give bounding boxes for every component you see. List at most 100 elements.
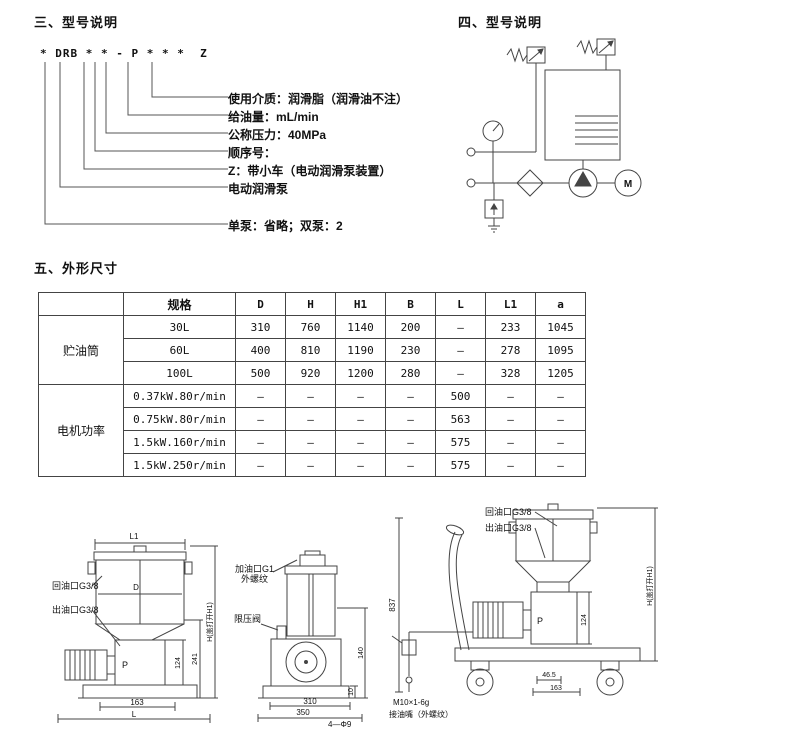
value-cell: — [235, 430, 286, 454]
filter-icon [516, 169, 544, 197]
pump-p-label: P [537, 616, 543, 626]
value-cell: — [435, 361, 486, 385]
value-cell: — [335, 407, 386, 431]
corner-cell [38, 292, 124, 316]
tank-symbol [544, 69, 621, 161]
group-label-reservoir: 贮油筒 [38, 315, 124, 385]
value-cell: — [535, 384, 586, 408]
pump-symbol [568, 160, 615, 198]
value-cell: 1095 [535, 338, 586, 362]
table-row: 1.5kW.250r/min — — — — 575 — — [39, 453, 586, 477]
dim-l1-label: L1 [130, 532, 139, 541]
dim-h-open-label: H(盖打开H1) [645, 566, 654, 606]
table-row: 贮油筒 30L 310 760 1140 200 — 233 1045 [38, 315, 586, 385]
value-cell: — [335, 384, 386, 408]
drawing-side-view: 加油口G1 外螺纹 限压阀 10 140 310 350 4—Φ9 [234, 550, 368, 729]
value-cell: — [535, 430, 586, 454]
dimensions-table: 规格 D H H1 B L L1 a 贮油筒 30L 310 760 1140 … [38, 292, 586, 477]
reservoir-side [284, 550, 338, 637]
model-code-connector-lines [44, 62, 228, 225]
section3-title: 三、型号说明 [34, 15, 119, 30]
dim-d-label: D [133, 583, 139, 592]
group-label-motor-power: 电机功率 [38, 384, 124, 477]
pump-housing [270, 638, 342, 687]
dim-124-label: 124 [175, 657, 182, 669]
spec-cell: 1.5kW.160r/min [123, 430, 236, 454]
hydraulic-schematic: M [466, 38, 642, 233]
motor-outline [472, 601, 532, 639]
dim-241-label: 241 [192, 653, 199, 665]
value-cell: — [235, 453, 286, 477]
model-label-pump-count: 单泵：省略；双泵：2 [228, 219, 343, 233]
relief-valve-knob [276, 625, 287, 640]
dim-10-label: 10 [348, 688, 355, 696]
model-label-feed-rate: 给油量：mL/min [228, 110, 319, 124]
table-row: 0.75kW.80r/min — — — — 563 — — [39, 407, 586, 431]
value-cell: 1205 [535, 361, 586, 385]
dim-350-label: 350 [296, 708, 310, 717]
value-cell: — [535, 407, 586, 431]
relief-valve-label: 限压阀 [234, 614, 261, 624]
base-plate [82, 684, 198, 699]
lubricator-symbol-2 [576, 38, 616, 70]
value-cell: — [485, 453, 536, 477]
value-cell: 500 [235, 361, 286, 385]
value-cell: — [285, 453, 336, 477]
reservoir-bucket [87, 545, 193, 641]
value-cell: — [285, 384, 336, 408]
model-label-sequence: 顺序号： [228, 146, 277, 160]
value-cell: 1200 [335, 361, 386, 385]
spec-cell: 60L [123, 338, 236, 362]
fill-port-label-line2: 外螺纹 [241, 573, 268, 584]
col-header-l: L [435, 292, 486, 316]
dim-l-label: L [132, 710, 137, 719]
table-row: 1.5kW.160r/min — — — — 575 — — [39, 430, 586, 454]
value-cell: — [385, 407, 436, 431]
value-cell: 810 [285, 338, 336, 362]
value-cell: — [385, 384, 436, 408]
cart-platform [454, 647, 641, 671]
value-cell: 575 [435, 453, 486, 477]
drawing-cart-unit: 回油口G3/8 出油口G3/8 837 P 124 46.5 163 M10×1… [388, 503, 658, 719]
model-code: * DRB * * - P * * * Z [40, 47, 208, 60]
value-cell: — [485, 384, 536, 408]
motor-symbol [614, 169, 642, 197]
model-label-cart: Z：带小车（电动润滑泵装置） [228, 164, 392, 178]
spec-cell: 1.5kW.250r/min [123, 453, 236, 477]
dim-310-label: 310 [303, 697, 317, 706]
value-cell: 328 [485, 361, 536, 385]
table-row: 电机功率 0.37kW.80r/min — — — — 500 — — [38, 384, 586, 477]
value-cell: — [435, 315, 486, 339]
cart-handle [445, 524, 470, 651]
wheel-right [596, 668, 624, 696]
col-header-l1: L1 [485, 292, 536, 316]
drawing-front-view: L1 回油口G3/8 D 出油口G3/8 P 124 241 H(盖打开H1) … [52, 532, 218, 723]
col-header-d: D [235, 292, 286, 316]
wheel-left [466, 668, 494, 696]
return-port-label: 回油口G3/8 [52, 580, 99, 591]
value-cell: — [535, 453, 586, 477]
value-cell: — [335, 453, 386, 477]
dim-837-label: 837 [388, 598, 397, 612]
value-cell: — [485, 407, 536, 431]
model-label-pump-type: 电动润滑泵 [228, 182, 289, 196]
port-connectors [466, 147, 569, 188]
value-cell: 400 [235, 338, 286, 362]
motor-outline [64, 649, 116, 681]
dim-163-label: 163 [550, 685, 562, 692]
relief-valve-symbol [484, 183, 504, 233]
return-port-label: 回油口G3/8 [485, 506, 532, 517]
value-cell: 1140 [335, 315, 386, 339]
fill-port-label-line1: 加油口G1 [235, 563, 274, 574]
holes-label: 4—Φ9 [328, 720, 352, 729]
table-row: 100L 500 920 1200 280 — 328 1205 [39, 361, 586, 385]
table-header-row: 规格 D H H1 B L L1 a [38, 292, 586, 316]
grease-nozzle-assembly [391, 631, 473, 692]
table-row: 60L 400 810 1190 230 — 278 1095 [39, 338, 586, 362]
col-header-spec: 规格 [123, 292, 236, 316]
value-cell: 1045 [535, 315, 586, 339]
value-cell: 760 [285, 315, 336, 339]
thread-label: M10×1-6g [393, 698, 429, 707]
value-cell: — [285, 407, 336, 431]
